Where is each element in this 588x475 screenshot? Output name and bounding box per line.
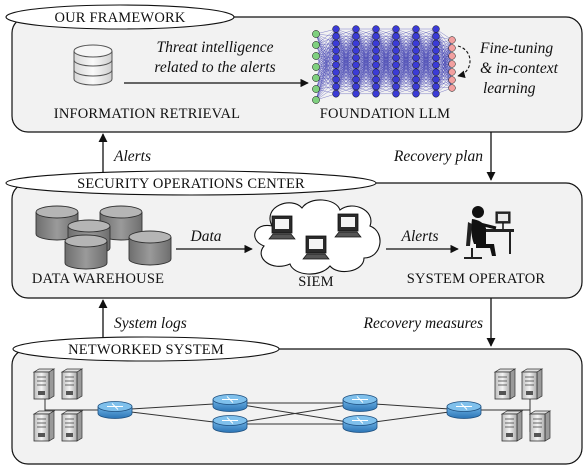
router-icon: [342, 415, 378, 433]
framework-title: OUR FRAMEWORK: [54, 10, 185, 26]
database-icon: [73, 44, 113, 86]
alerts-up-label: Alerts: [113, 148, 151, 165]
router-icon: [212, 394, 248, 412]
recovery-measures-label: Recovery measures: [363, 315, 484, 332]
network-title: NETWORKED SYSTEM: [68, 342, 224, 358]
foundation-llm-label: FOUNDATION LLM: [320, 106, 450, 122]
siem-label: SIEM: [298, 274, 333, 290]
finetune-line2: & in-context: [480, 60, 559, 77]
data-flow-label: Data: [190, 228, 222, 245]
router-icon: [446, 401, 482, 419]
router-icon: [212, 415, 248, 433]
server-icon: [520, 368, 544, 400]
finetune-line1: Fine-tuning: [479, 40, 553, 57]
server-icon: [528, 410, 552, 442]
router-icon: [342, 394, 378, 412]
network-panel: [11, 348, 583, 465]
server-icon: [60, 368, 84, 400]
disk-stack-icon: [35, 205, 172, 270]
threat-intel-line1: Threat intelligence: [157, 39, 274, 56]
operator-icon: [464, 206, 514, 259]
data-warehouse-label: DATA WAREHOUSE: [32, 271, 164, 287]
server-icon: [493, 368, 517, 400]
soc-title: SECURITY OPERATIONS CENTER: [77, 176, 305, 192]
threat-intel-line2: related to the alerts: [154, 59, 275, 76]
server-icon: [500, 410, 524, 442]
network-title-ellipse: [12, 336, 280, 362]
system-logs-label: System logs: [114, 315, 187, 332]
finetune-line3: learning: [483, 80, 536, 97]
server-icon: [32, 410, 56, 442]
finetune-loop-arrow: [457, 45, 471, 79]
neural-network-icon: [312, 25, 456, 104]
computer-icon: [302, 235, 330, 260]
recovery-plan-label: Recovery plan: [393, 148, 483, 165]
server-icon: [60, 410, 84, 442]
server-icon: [32, 368, 56, 400]
computer-icon: [334, 213, 362, 238]
system-operator-label: SYSTEM OPERATOR: [407, 271, 546, 287]
soc-title-ellipse: [5, 170, 377, 196]
information-retrieval-label: INFORMATION RETRIEVAL: [54, 106, 240, 122]
framework-title-ellipse: [5, 4, 235, 30]
computer-icon: [268, 215, 296, 240]
alerts-flow-label: Alerts: [400, 228, 438, 245]
router-icon: [97, 401, 133, 419]
